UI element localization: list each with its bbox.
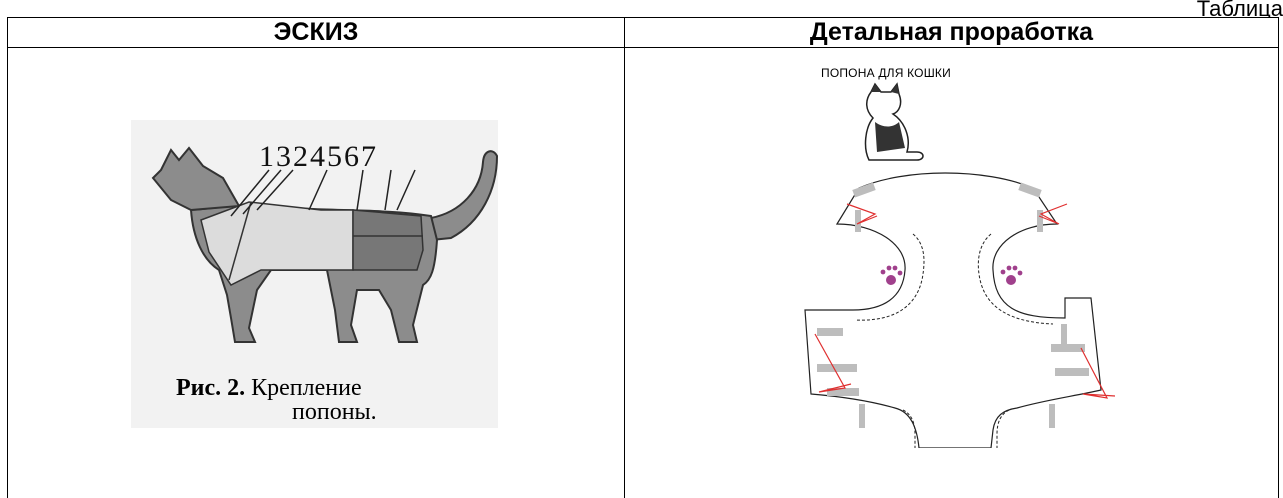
sketch-numbers: 1324567 — [259, 140, 378, 173]
pattern-figure: ПОПОНА ДЛЯ КОШКИ — [765, 48, 1145, 448]
sketch-caption-bold: Рис. 2. — [176, 375, 246, 401]
header-detail: Детальная проработка — [624, 17, 1279, 48]
paw-print-icon-left — [880, 265, 903, 285]
sketch-figure: 1324567 Рис. 2. Крепление попоны. — [131, 120, 498, 428]
pattern-straps — [817, 182, 1089, 428]
table-content-row: 1324567 Рис. 2. Крепление попоны. ПОПОНА… — [7, 47, 1279, 498]
sketch-caption-line1: Крепление — [245, 375, 362, 401]
cat-silhouette-icon — [864, 82, 924, 161]
table-header-row: ЭСКИЗ Детальная проработка — [7, 17, 1279, 48]
document-table: ЭСКИЗ Детальная проработка — [7, 17, 1279, 498]
pattern-drawing — [804, 82, 1116, 448]
detail-cell: ПОПОНА ДЛЯ КОШКИ — [624, 47, 1279, 498]
sketch-cell: 1324567 Рис. 2. Крепление попоны. — [7, 47, 625, 498]
pattern-red-lines — [814, 203, 1116, 399]
sketch-caption-line2: попоны. — [292, 399, 377, 425]
table-caption: Таблица — [1196, 0, 1283, 18]
header-sketch: ЭСКИЗ — [7, 17, 625, 48]
sketch-caption: Рис. 2. Крепление попоны. — [176, 376, 496, 424]
pattern-title: ПОПОНА ДЛЯ КОШКИ — [821, 66, 951, 80]
paw-print-icon-right — [1000, 265, 1023, 285]
cat-sketch-illustration: 1324567 — [151, 140, 498, 343]
